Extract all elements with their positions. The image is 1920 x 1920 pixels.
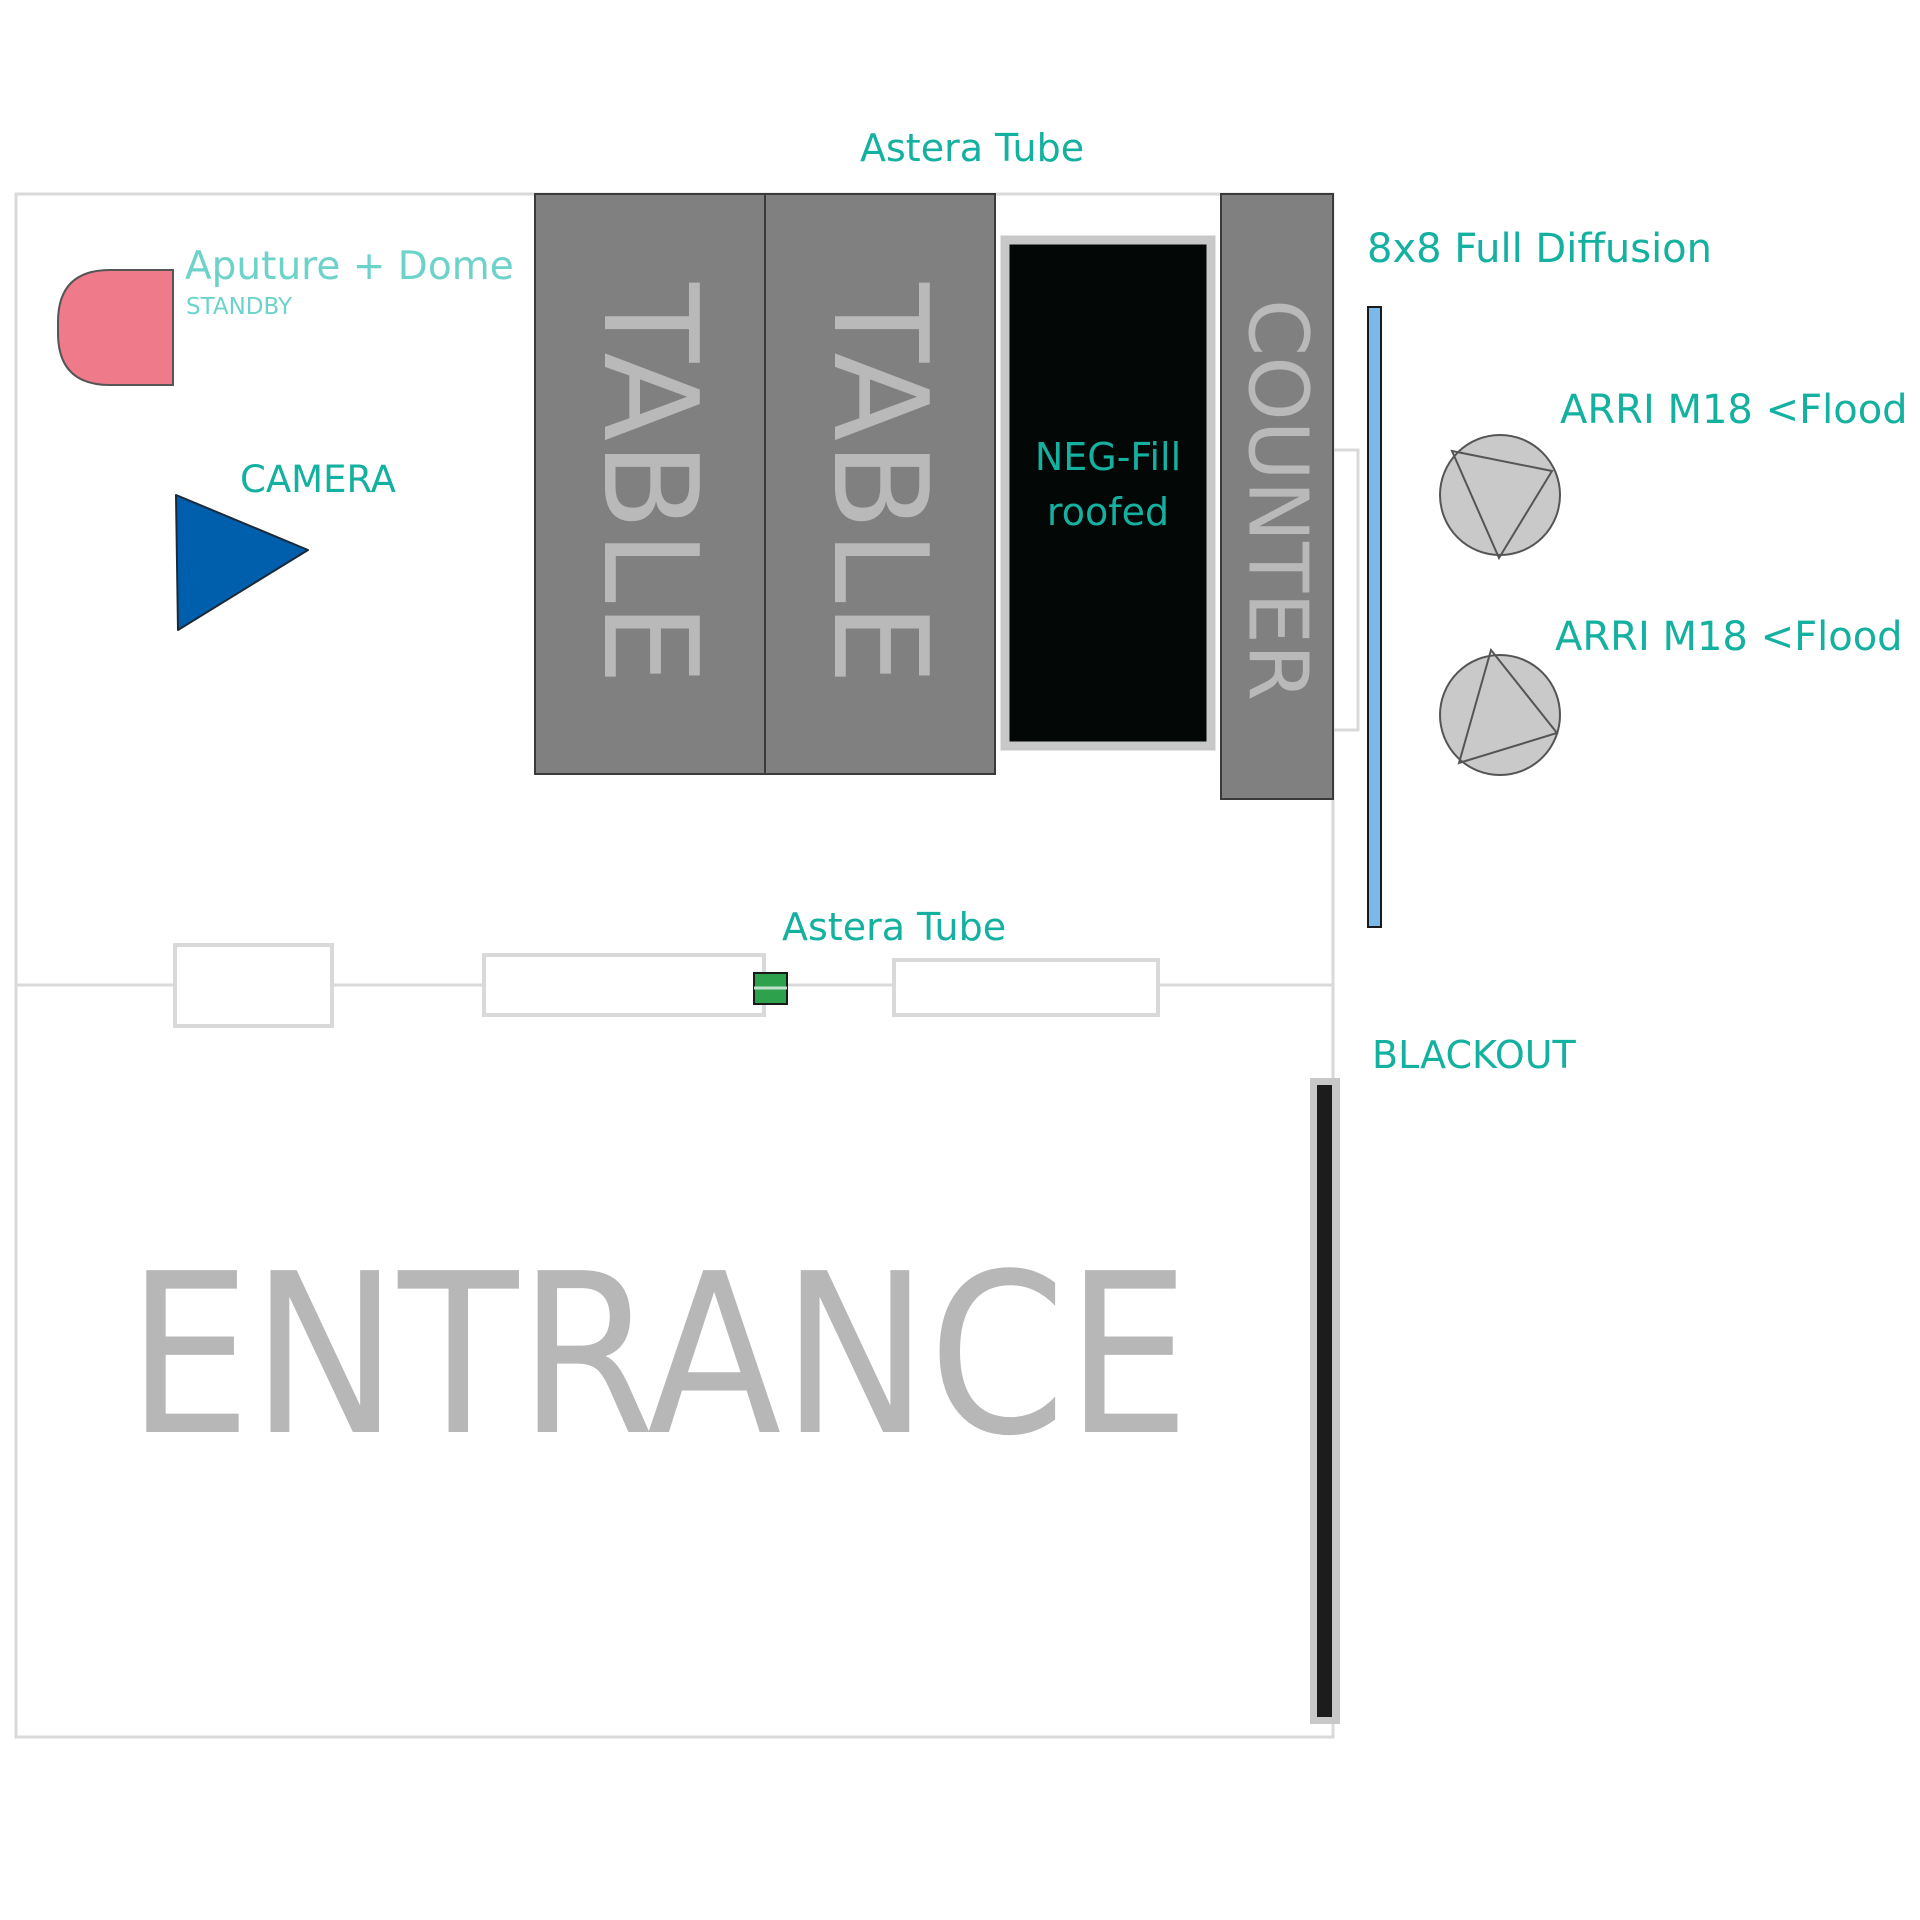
neg-fill-label-line2: roofed xyxy=(1047,490,1169,534)
astera-tube-mid-label: Astera Tube xyxy=(782,905,1006,949)
counter-label: COUNTER xyxy=(1230,299,1325,701)
astera-tube-top-label: Astera Tube xyxy=(860,126,1084,170)
arri-1-label: ARRI M18 <Flood xyxy=(1560,387,1908,433)
camera-icon[interactable] xyxy=(175,494,309,631)
table-1[interactable]: TABLE xyxy=(534,193,766,775)
blackout-panel[interactable] xyxy=(1310,1078,1340,1724)
arri-2-label: ARRI M18 <Flood xyxy=(1555,614,1903,660)
astera-tube-marker[interactable] xyxy=(753,972,788,1005)
aputure-label: Aputure + Dome xyxy=(185,244,514,289)
camera-label: CAMERA xyxy=(240,458,396,501)
divider-fixture-right xyxy=(892,958,1160,1017)
entrance-label: ENTRANCE xyxy=(127,1227,1190,1485)
neg-fill[interactable]: NEG-Fill roofed xyxy=(1000,235,1216,751)
blackout-label: BLACKOUT xyxy=(1372,1033,1577,1077)
diffusion-frame[interactable] xyxy=(1367,306,1382,928)
divider-fixture-mid xyxy=(482,953,766,1017)
arri-m18-light-2[interactable] xyxy=(1439,647,1561,776)
counter[interactable]: COUNTER xyxy=(1220,193,1334,800)
counter-back-outline xyxy=(1331,448,1360,732)
diffusion-label: 8x8 Full Diffusion xyxy=(1367,226,1712,272)
divider-fixture-left xyxy=(173,943,334,1028)
aputure-status: STANDBY xyxy=(186,294,293,320)
arri-m18-light-1[interactable] xyxy=(1439,434,1561,561)
table-2-label: TABLE xyxy=(804,282,956,685)
table-1-label: TABLE xyxy=(574,282,726,685)
table-2[interactable]: TABLE xyxy=(764,193,996,775)
aputure-dome-light[interactable] xyxy=(57,269,174,386)
neg-fill-label-line1: NEG-Fill xyxy=(1035,435,1181,479)
